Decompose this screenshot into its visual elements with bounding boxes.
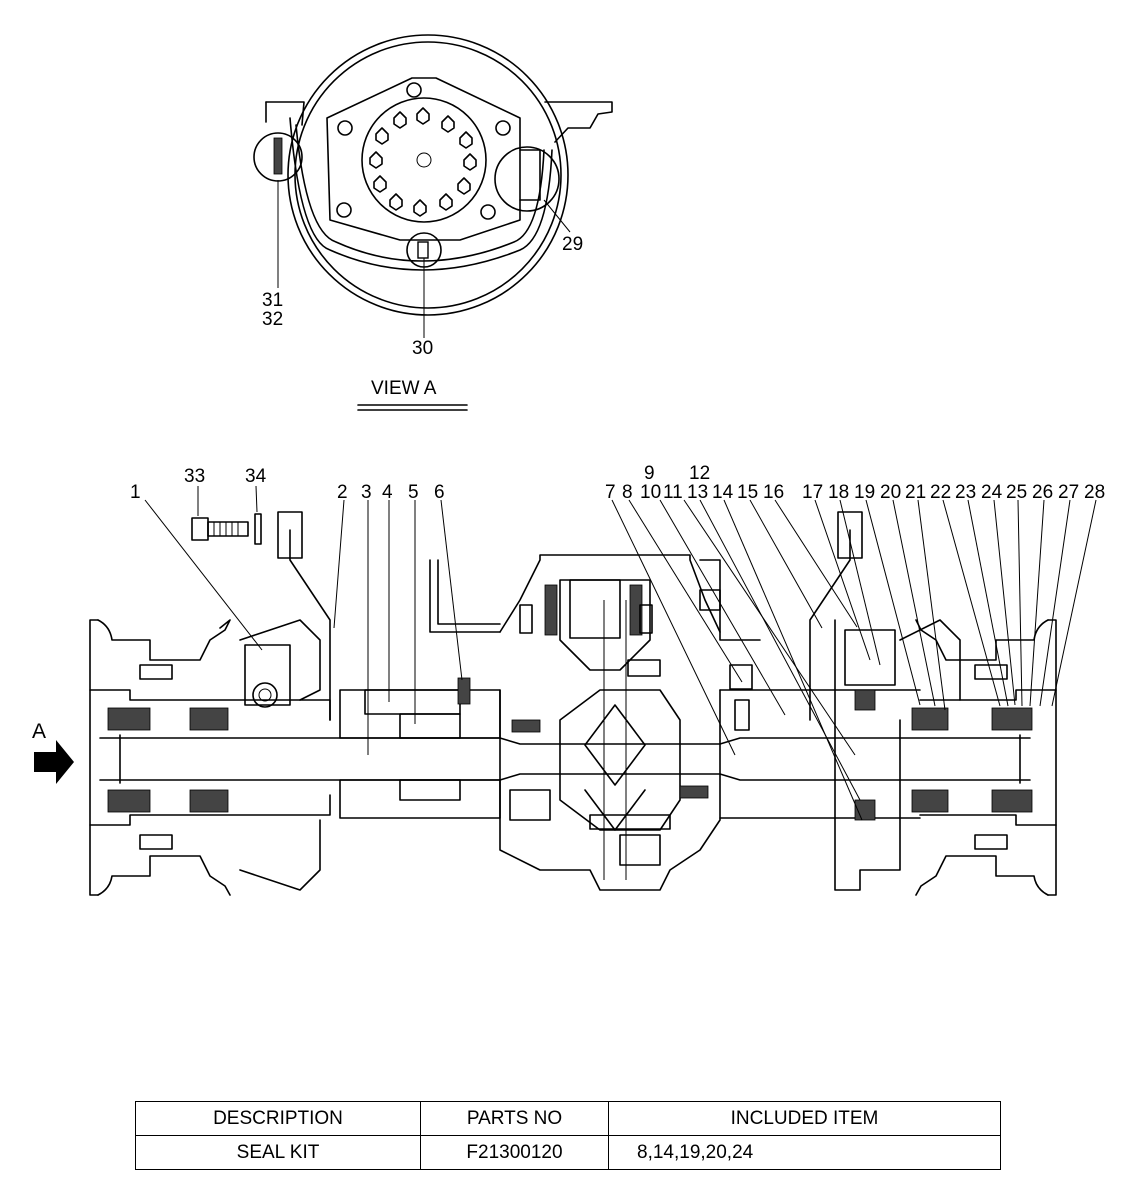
callout-20: 20 xyxy=(880,482,901,503)
callout-18: 18 xyxy=(828,482,849,503)
cell-included-item: 8,14,19,20,24 xyxy=(608,1135,1001,1170)
callout-17: 17 xyxy=(802,482,823,503)
callout-11: 11 xyxy=(663,482,683,503)
axle-section-drawing xyxy=(34,485,1097,896)
callout-14: 14 xyxy=(712,482,734,503)
callout-22: 22 xyxy=(930,482,951,503)
callout-26: 26 xyxy=(1032,482,1053,503)
callout-15: 15 xyxy=(737,482,758,503)
header-parts-no: PARTS NO xyxy=(420,1101,609,1136)
callout-24: 24 xyxy=(981,482,1003,503)
parts-table: DESCRIPTION PARTS NO INCLUDED ITEM SEAL … xyxy=(135,1101,1001,1170)
header-included-item: INCLUDED ITEM xyxy=(608,1101,1001,1136)
callout-31: 31 xyxy=(262,290,283,311)
section-callouts: 1 2 3 4 5 6 7 8 9 10 11 12 13 14 15 16 1… xyxy=(130,463,1105,503)
callout-33: 33 xyxy=(184,466,205,487)
callout-34: 34 xyxy=(245,466,267,487)
cell-parts-no: F21300120 xyxy=(420,1135,609,1170)
callout-2: 2 xyxy=(337,482,348,503)
view-a-drawing xyxy=(253,34,613,338)
callout-21: 21 xyxy=(905,482,926,503)
callout-10: 10 xyxy=(640,482,661,503)
callout-1: 1 xyxy=(130,482,141,503)
view-direction-label: A xyxy=(32,720,46,743)
callout-27: 27 xyxy=(1058,482,1079,503)
cell-description: SEAL KIT xyxy=(135,1135,421,1170)
view-a-title: VIEW A xyxy=(371,378,437,399)
callout-32: 32 xyxy=(262,309,283,330)
callout-29: 29 xyxy=(562,234,583,255)
table-header-row: DESCRIPTION PARTS NO INCLUDED ITEM xyxy=(135,1101,1001,1136)
callout-30: 30 xyxy=(412,338,433,359)
callout-28: 28 xyxy=(1084,482,1105,503)
callout-5: 5 xyxy=(408,482,419,503)
callout-19: 19 xyxy=(854,482,875,503)
header-description: DESCRIPTION xyxy=(135,1101,421,1136)
callout-12: 12 xyxy=(689,463,710,484)
callout-8: 8 xyxy=(622,482,633,503)
table-row: SEAL KIT F21300120 8,14,19,20,24 xyxy=(135,1135,1001,1170)
callout-25: 25 xyxy=(1006,482,1027,503)
callout-6: 6 xyxy=(434,482,445,503)
callout-7: 7 xyxy=(605,482,616,503)
callout-3: 3 xyxy=(361,482,372,503)
callout-4: 4 xyxy=(382,482,393,503)
view-a-callouts: 29 30 31 32 xyxy=(262,234,583,359)
callout-9: 9 xyxy=(644,463,655,484)
callout-13: 13 xyxy=(687,482,708,503)
callout-16: 16 xyxy=(763,482,784,503)
view-direction-arrow xyxy=(34,740,74,784)
callout-23: 23 xyxy=(955,482,976,503)
